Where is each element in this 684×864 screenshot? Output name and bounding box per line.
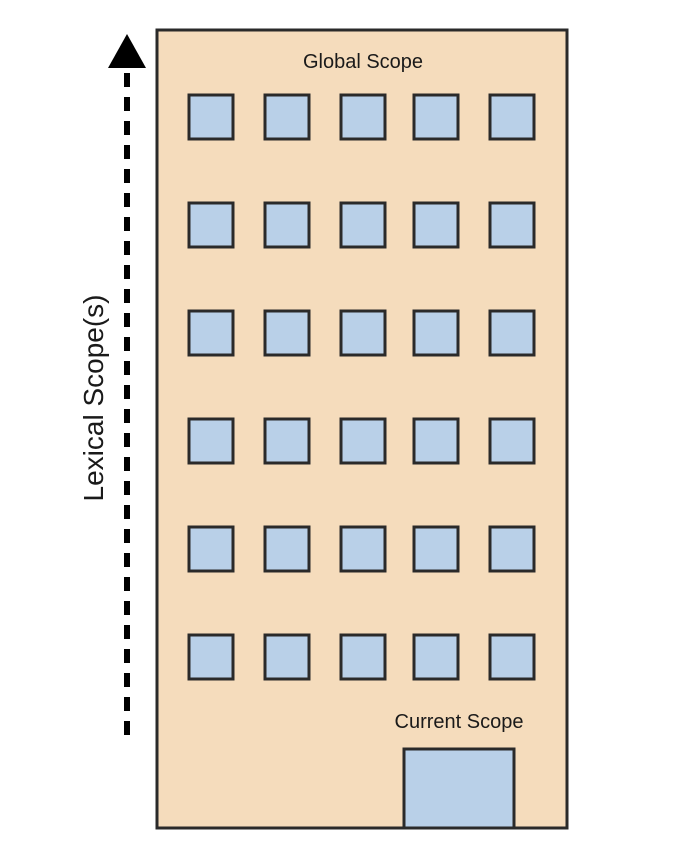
building-window (412, 201, 460, 249)
building-window (263, 525, 311, 573)
building-window (187, 93, 235, 141)
building-window (339, 93, 387, 141)
building-window (412, 417, 460, 465)
current-scope-label: Current Scope (395, 711, 524, 733)
building-window (412, 93, 460, 141)
building-window (412, 309, 460, 357)
building-window (187, 633, 235, 681)
building-title: Global Scope (303, 51, 423, 73)
building-window (187, 417, 235, 465)
window-grid (187, 93, 536, 681)
building-window (339, 525, 387, 573)
building-window (339, 309, 387, 357)
axis-label: Lexical Scope(s) (78, 295, 109, 502)
building-window (263, 309, 311, 357)
building-window (412, 633, 460, 681)
building-window (187, 525, 235, 573)
building-window (339, 201, 387, 249)
building-window (412, 525, 460, 573)
building-window (263, 93, 311, 141)
building-window (263, 633, 311, 681)
building-window (488, 93, 536, 141)
building-window (339, 417, 387, 465)
lexical-scope-arrow (108, 34, 146, 735)
arrow-head-icon (108, 34, 146, 68)
building-window (488, 201, 536, 249)
building-window (339, 633, 387, 681)
building-window (488, 633, 536, 681)
building-window (263, 201, 311, 249)
building-window (187, 201, 235, 249)
building-window (488, 309, 536, 357)
building-window (488, 417, 536, 465)
current-scope-door (402, 747, 516, 830)
building-window (488, 525, 536, 573)
building-window (187, 309, 235, 357)
building-window (263, 417, 311, 465)
